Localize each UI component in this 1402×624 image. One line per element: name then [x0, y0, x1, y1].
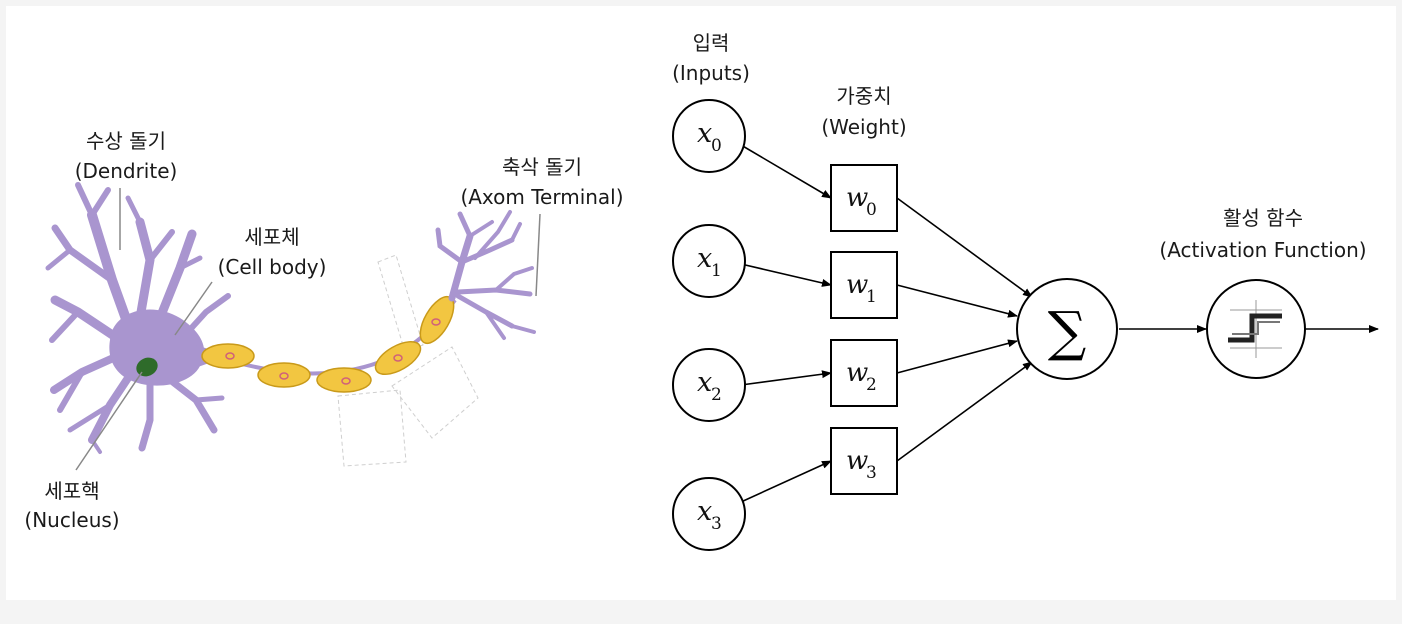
myelin-sheaths	[201, 295, 455, 393]
axon-label-ko: 축삭 돌기	[502, 155, 582, 179]
perceptron-diagram: 입력 (Inputs) 가중치 (Weight) 활성 함수 (Activati…	[672, 31, 1379, 551]
weight-box-0: w 0	[830, 164, 898, 232]
dendrite-label-ko: 수상 돌기	[86, 129, 166, 153]
cell-body	[109, 309, 205, 386]
weight-subscript: 3	[866, 463, 877, 483]
weight-box-3: w 3	[830, 427, 898, 495]
summation-node: ∑	[1016, 278, 1118, 380]
input-subscript: 3	[711, 514, 722, 534]
cellbody-label-ko: 세포체	[244, 225, 299, 249]
weight-subscript: 1	[866, 287, 877, 307]
axon-label-en: (Axom Terminal)	[460, 185, 623, 209]
activation-label-ko: 활성 함수	[1223, 206, 1303, 230]
weight-label-en: (Weight)	[821, 115, 906, 139]
faint-boxes	[337, 254, 479, 467]
input-node-3: x 3	[672, 477, 746, 551]
input-arrows	[740, 144, 832, 503]
nucleus-label-en: (Nucleus)	[24, 508, 119, 532]
weight-symbol: w	[846, 358, 868, 388]
cellbody-label-en: (Cell body)	[218, 255, 327, 279]
nucleus-label-ko: 세포핵	[44, 479, 99, 503]
input-node-1: x 1	[672, 224, 746, 298]
weight-symbol: w	[846, 183, 868, 213]
input-subscript: 1	[711, 261, 722, 281]
sigma-icon: ∑	[1048, 300, 1087, 363]
dendrites	[45, 182, 231, 454]
axon-terminal	[435, 210, 536, 340]
input-subscript: 2	[711, 385, 722, 405]
input-symbol: x	[697, 367, 712, 398]
weight-box-1: w 1	[830, 251, 898, 319]
inputs-label-ko: 입력	[693, 31, 730, 55]
weight-symbol: w	[846, 446, 868, 476]
input-subscript: 0	[711, 136, 722, 156]
dendrite-label-en: (Dendrite)	[75, 159, 178, 183]
input-node-2: x 2	[672, 348, 746, 422]
step-function-icon	[1228, 300, 1282, 358]
input-symbol: x	[697, 496, 712, 527]
inputs-label-en: (Inputs)	[672, 61, 750, 85]
weight-subscript: 2	[866, 375, 877, 395]
nucleus	[136, 357, 158, 377]
weight-box-2: w 2	[830, 339, 898, 407]
weight-label-ko: 가중치	[836, 84, 891, 108]
weight-arrows	[896, 197, 1033, 462]
input-node-0: x 0	[672, 99, 746, 173]
weight-symbol: w	[846, 270, 868, 300]
input-symbol: x	[697, 243, 712, 274]
weight-subscript: 0	[866, 200, 877, 220]
activation-label-en: (Activation Function)	[1159, 238, 1366, 262]
neuron-illustration	[45, 182, 541, 471]
activation-node	[1206, 279, 1306, 379]
input-symbol: x	[697, 118, 712, 149]
pointer-lines	[75, 188, 541, 471]
